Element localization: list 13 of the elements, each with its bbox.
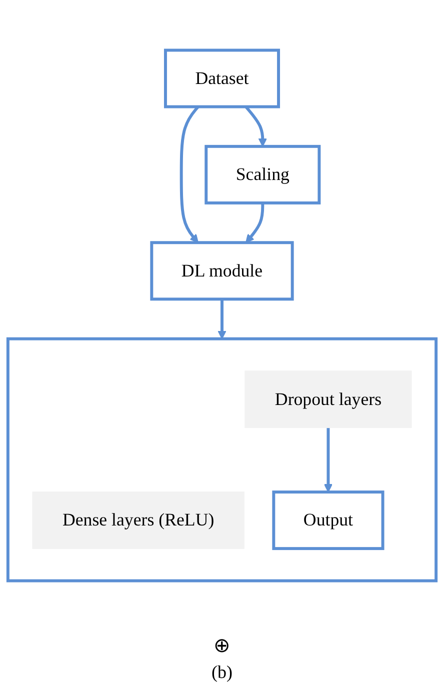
node-box: Dataset <box>164 48 280 108</box>
node-box: Scaling <box>204 144 321 204</box>
node-box: Dropout layers <box>244 370 412 428</box>
node-box: DL module <box>150 241 294 301</box>
arrow <box>244 106 268 147</box>
plus-symbol: ⊕ <box>214 634 230 658</box>
arrow <box>246 202 264 243</box>
node-box: Output <box>272 490 384 550</box>
cluster <box>6 337 438 582</box>
arrow <box>324 428 333 492</box>
arrow <box>180 106 200 243</box>
arrow <box>218 299 226 340</box>
caption: (b) <box>212 662 232 683</box>
